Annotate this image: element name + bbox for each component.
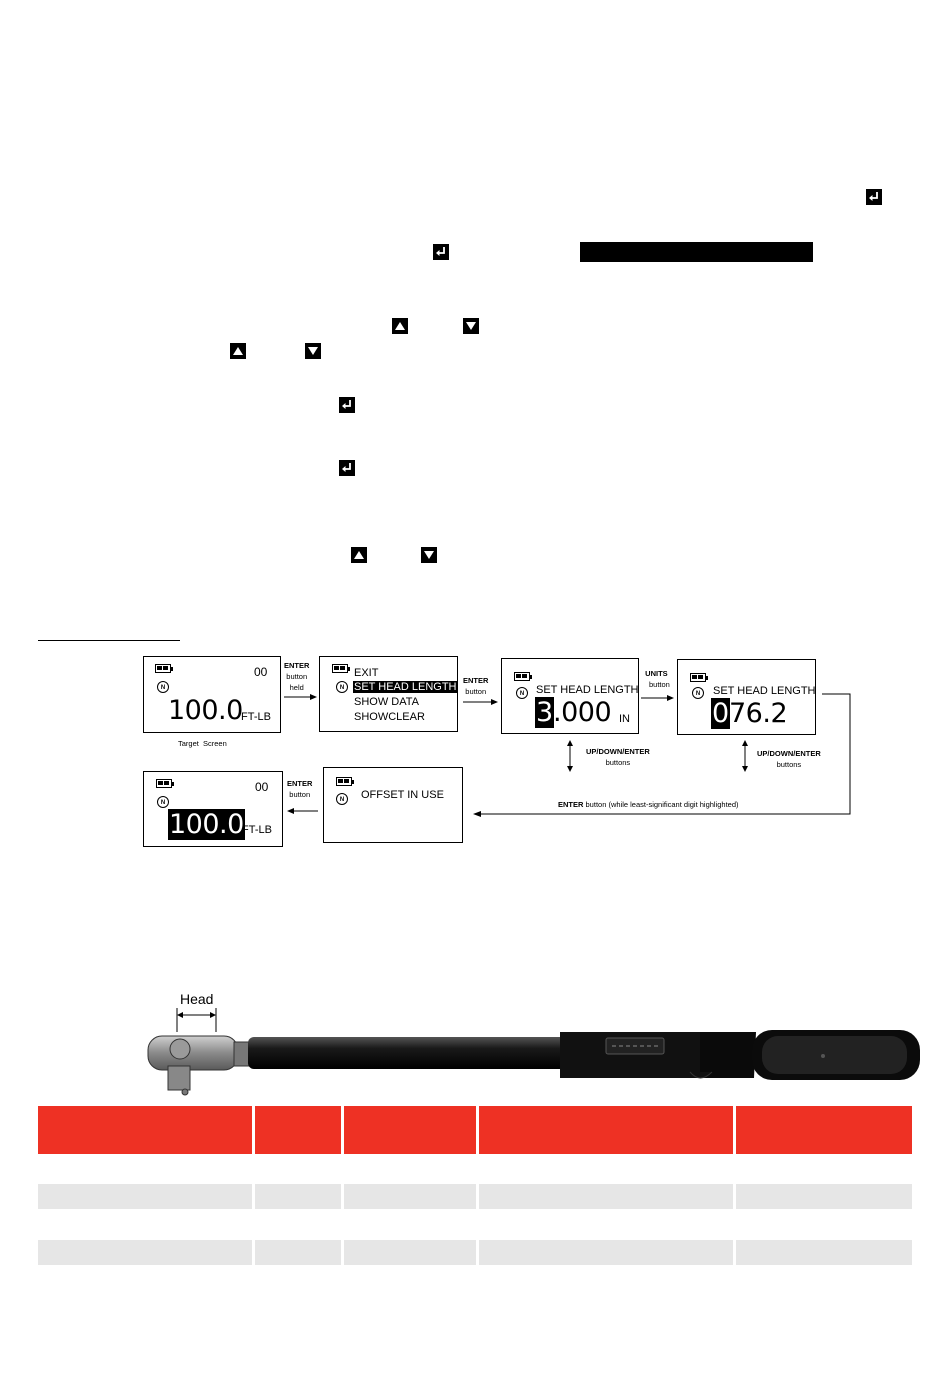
table-row <box>479 1240 733 1265</box>
lcd-set-head-length-in: N SET HEAD LENGTH 3 .000 IN <box>501 658 639 734</box>
count: 00 <box>255 780 269 794</box>
offset-message: OFFSET IN USE <box>361 789 444 801</box>
updown-arrow <box>567 740 573 772</box>
mode-icon: N <box>692 687 704 699</box>
menu-item-show-data: SHOW DATA <box>354 696 419 708</box>
updown-arrow <box>742 740 748 772</box>
table-header-cell <box>255 1106 341 1154</box>
enter-icon <box>339 397 355 413</box>
table-header-cell <box>736 1106 912 1154</box>
table-row <box>344 1240 476 1265</box>
table-row <box>736 1240 912 1265</box>
table-header-cell <box>38 1106 252 1154</box>
arrow-right <box>463 699 498 705</box>
table-row <box>736 1184 912 1209</box>
unit: FT-LB <box>241 711 271 723</box>
head-length-value: .000 <box>553 697 612 728</box>
mode-icon: N <box>336 793 348 805</box>
count: 00 <box>254 665 268 679</box>
table-row <box>38 1184 252 1209</box>
lcd-set-head-length-mm: N SET HEAD LENGTH 0 76.2 <box>677 659 816 735</box>
table-row <box>479 1184 733 1209</box>
battery-icon <box>332 664 348 673</box>
highlighted-digit: 3 <box>535 697 554 728</box>
table-header-cell <box>344 1106 476 1154</box>
table-header-cell <box>479 1106 733 1154</box>
screen-title: SET HEAD LENGTH <box>536 684 639 696</box>
down-arrow-icon <box>421 547 437 563</box>
return-connector <box>473 693 851 817</box>
table-row <box>255 1240 341 1265</box>
unit: FT-LB <box>242 824 272 836</box>
torque-value: 100.0 <box>168 809 245 840</box>
head-length-value: 76.2 <box>729 698 788 729</box>
up-arrow-icon <box>392 318 408 334</box>
table-row <box>344 1184 476 1209</box>
up-arrow-icon <box>351 547 367 563</box>
mode-icon: N <box>336 681 348 693</box>
up-arrow-icon <box>230 343 246 359</box>
mode-icon: N <box>157 681 169 693</box>
battery-icon <box>514 672 530 681</box>
battery-icon <box>690 673 706 682</box>
battery-icon <box>155 664 171 673</box>
lcd-menu-screen: EXIT N SET HEAD LENGTH SHOW DATA SHOWCLE… <box>319 656 458 732</box>
lcd-offset-screen: N OFFSET IN USE <box>323 767 463 843</box>
arrow-right <box>641 695 674 701</box>
lcd-result-screen: 00 N 100.0 FT-LB <box>143 771 283 847</box>
arrow-left <box>287 808 318 814</box>
target-screen-caption: Target Screen <box>178 739 227 748</box>
down-arrow-icon <box>305 343 321 359</box>
highlighted-digit: 0 <box>711 698 730 729</box>
redacted-bar <box>580 242 813 262</box>
return-note: ENTER button (while least-significant di… <box>558 800 739 809</box>
table-row <box>255 1184 341 1209</box>
enter-icon <box>339 460 355 476</box>
menu-item-showclear: SHOWCLEAR <box>354 711 425 723</box>
section-underline <box>38 640 180 641</box>
screen-title: SET HEAD LENGTH <box>713 685 816 697</box>
table-row <box>38 1240 252 1265</box>
enter-icon <box>866 189 882 205</box>
arrow-right <box>284 694 317 700</box>
mode-icon: N <box>157 796 169 808</box>
unit: IN <box>619 713 630 725</box>
head-label: Head <box>180 991 214 1007</box>
head-dimension-arrow <box>176 1008 217 1032</box>
battery-icon <box>336 777 352 786</box>
down-arrow-icon <box>463 318 479 334</box>
torque-wrench-icon <box>147 1030 920 1096</box>
menu-item-exit: EXIT <box>354 667 379 679</box>
enter-icon <box>433 244 449 260</box>
lcd-target-screen: 00 N 100.0 FT-LB <box>143 656 281 733</box>
battery-icon <box>156 779 172 788</box>
torque-value: 100.0 <box>168 695 243 726</box>
menu-item-set-head-length: SET HEAD LENGTH <box>353 681 458 693</box>
mode-icon: N <box>516 687 528 699</box>
